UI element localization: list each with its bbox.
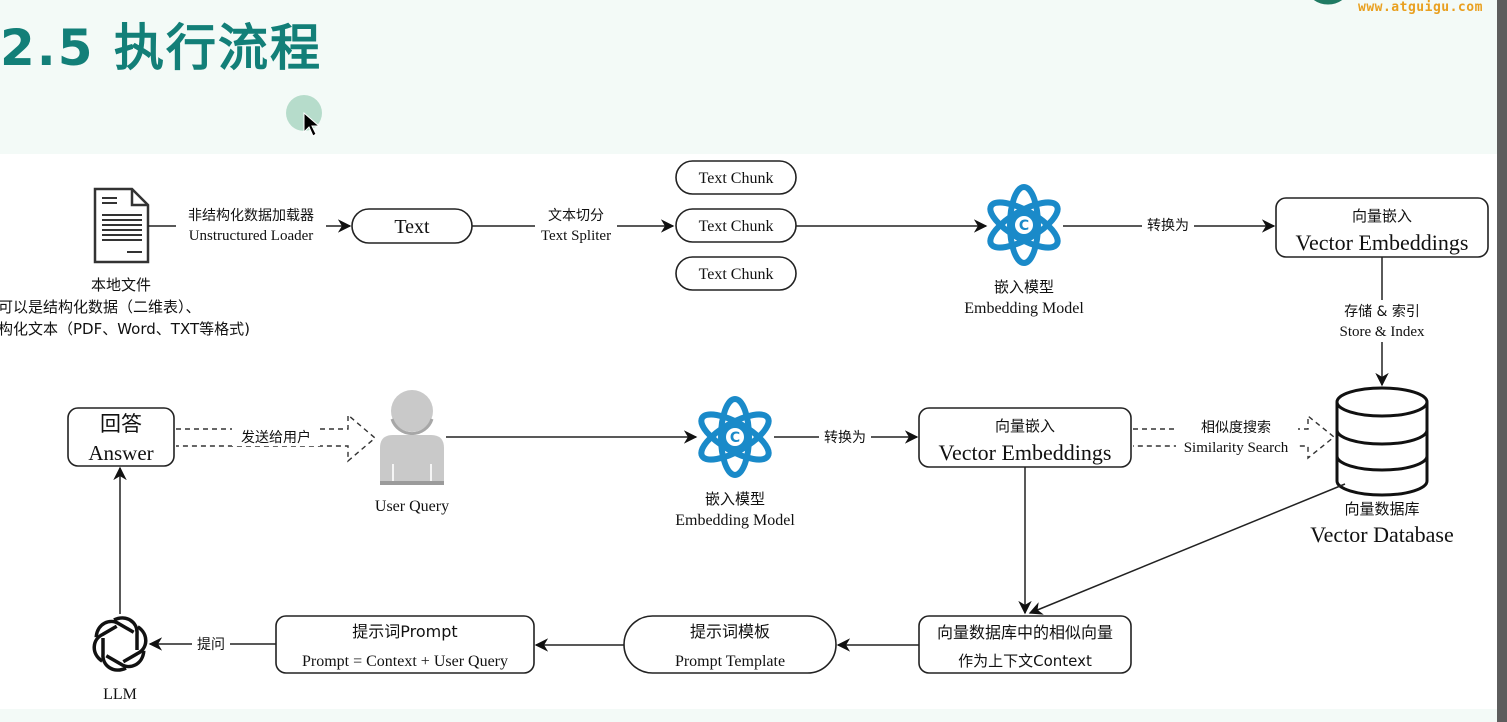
footer-strip: [0, 709, 1497, 722]
edge-splitter-en: Text Spliter: [541, 228, 611, 244]
prompt-template-cn: 提示词模板: [690, 622, 770, 641]
text-chunk[interactable]: Text Chunk: [675, 256, 797, 291]
prompt-line1: 提示词Prompt: [352, 622, 457, 641]
edge-convert-bottom-label: 转换为: [824, 429, 866, 446]
vector-db-en: Vector Database: [1310, 522, 1454, 547]
svg-text:Text Chunk: Text Chunk: [699, 218, 774, 235]
edge-send-user: [176, 413, 377, 463]
logo-url: www.atguigu.com: [1358, 0, 1483, 15]
openai-llm-icon: [92, 616, 148, 672]
edge-splitter-cn: 文本切分: [548, 208, 604, 224]
edge-loader-cn: 非结构化数据加载器: [188, 208, 314, 224]
answer-node[interactable]: [67, 407, 175, 467]
embedding-model-bottom-en: Embedding Model: [675, 512, 795, 529]
svg-text:C: C: [730, 430, 740, 446]
vector-embeddings-bottom-cn: 向量嵌入: [995, 417, 1055, 435]
page-title: 2.5 执行流程: [0, 19, 322, 77]
text-node-label: Text: [394, 216, 430, 238]
atom-icon: C: [987, 184, 1061, 266]
edge-similarity-en: Similarity Search: [1184, 440, 1289, 456]
mouse-cursor-icon: [303, 112, 321, 137]
local-file-title: 本地文件: [91, 276, 151, 294]
context-line1: 向量数据库中的相似向量: [937, 623, 1113, 642]
vector-db-cn: 向量数据库: [1344, 500, 1419, 518]
embedding-model-top-en: Embedding Model: [964, 300, 1084, 317]
text-chunk[interactable]: Text Chunk: [675, 208, 797, 243]
edge-similarity-search: [1133, 414, 1336, 460]
context-line2: 作为上下文Context: [958, 652, 1092, 670]
edge-loader-en: Unstructured Loader: [189, 228, 314, 244]
answer-cn: 回答: [100, 412, 142, 436]
vector-embeddings-top-cn: 向量嵌入: [1352, 207, 1412, 225]
document-icon: [93, 187, 150, 264]
edge-store-en: Store & Index: [1340, 324, 1425, 340]
edge-similarity-cn: 相似度搜索: [1201, 419, 1271, 436]
prompt-line2: Prompt = Context + User Query: [302, 653, 508, 670]
edge-db-to-context: [1028, 483, 1346, 615]
scrollbar[interactable]: [1497, 0, 1507, 722]
edge-send-user-label: 发送给用户: [241, 429, 311, 446]
text-chunk[interactable]: Text Chunk: [675, 160, 797, 195]
llm-label: LLM: [103, 686, 137, 703]
edge-ask-label: 提问: [197, 637, 225, 653]
embedding-model-bottom-cn: 嵌入模型: [705, 490, 765, 508]
edge-store-cn: 存储 & 索引: [1344, 303, 1420, 320]
local-file-desc-1: 可以是结构化数据（二维表）、: [0, 298, 201, 316]
svg-text:Text Chunk: Text Chunk: [699, 170, 774, 187]
svg-text:C: C: [1019, 218, 1029, 234]
embedding-model-top-cn: 嵌入模型: [994, 278, 1054, 296]
slide-header: [0, 0, 1497, 154]
local-file-desc-2: 构化文本（PDF、Word、TXT等格式): [0, 320, 250, 338]
vector-embeddings-bottom-en: Vector Embeddings: [939, 440, 1112, 465]
vector-embeddings-top-en: Vector Embeddings: [1296, 230, 1469, 255]
answer-en: Answer: [88, 441, 153, 465]
svg-text:Text Chunk: Text Chunk: [699, 266, 774, 283]
edge-convert-top-label: 转换为: [1147, 217, 1189, 234]
user-query-label: User Query: [375, 498, 449, 515]
user-icon: [380, 390, 444, 485]
atom-icon: C: [698, 396, 772, 478]
database-icon: [1335, 386, 1429, 497]
prompt-template-en: Prompt Template: [675, 653, 785, 670]
